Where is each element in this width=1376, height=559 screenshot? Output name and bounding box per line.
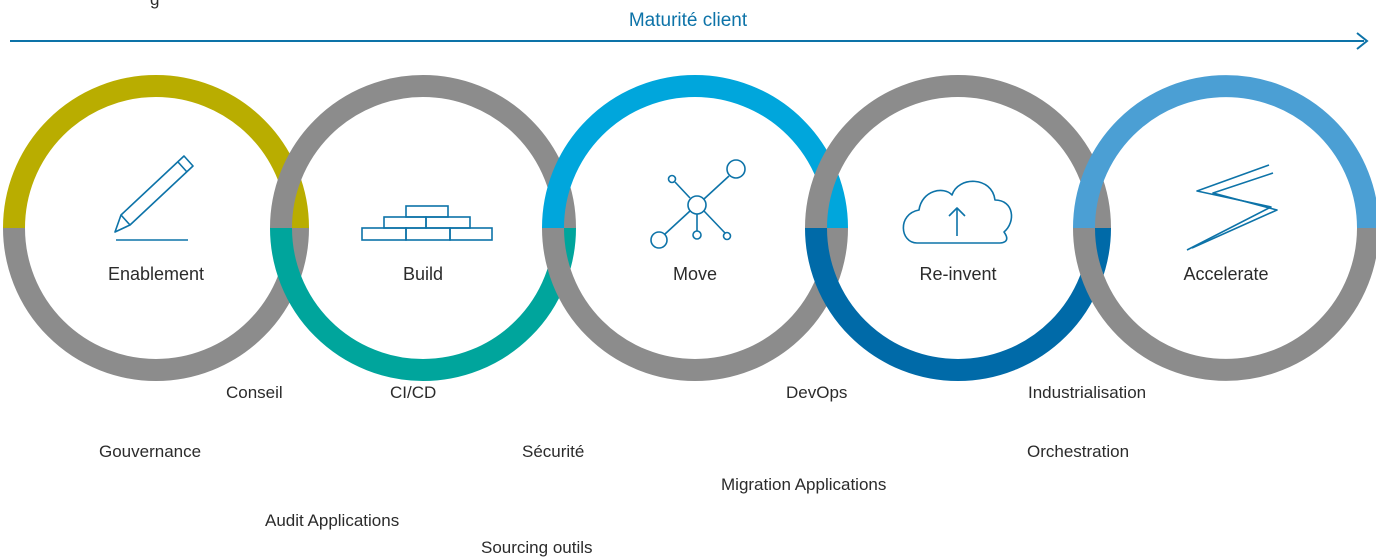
ring-build [270, 75, 576, 381]
service-orchestration: Orchestration [1027, 442, 1130, 461]
service-conseil: Conseil [226, 383, 283, 402]
ring-accelerate [1073, 75, 1376, 381]
axis-title: Maturité client [628, 10, 748, 31]
network-nodes-icon [650, 159, 746, 249]
pencil-icon [114, 155, 194, 241]
service-audit-applications: Audit Applications [265, 511, 400, 530]
stage-label-enablement: Enablement [107, 264, 205, 284]
cloud-upload-icon [902, 180, 1013, 244]
ring-reinvent [805, 75, 1111, 381]
service-securite: Sécurité [522, 442, 585, 461]
ring-move [542, 75, 848, 381]
service-cicd: CI/CD [390, 383, 437, 402]
service-industrialisation: Industrialisation [1028, 383, 1147, 402]
cropped-header-text: g [150, 0, 159, 10]
maturity-axis-arrowhead [1356, 32, 1369, 50]
service-migration-applications: Migration Applications [721, 475, 887, 494]
service-devops: DevOps [786, 383, 848, 402]
brick-wall-icon [361, 205, 493, 241]
lightning-icon [1186, 164, 1278, 251]
ring-enablement [3, 75, 309, 381]
service-sourcing-outils: Sourcing outils [481, 538, 593, 557]
stage-label-reinvent: Re-invent [919, 264, 997, 284]
service-gouvernance: Gouvernance [99, 442, 202, 461]
stage-label-build: Build [402, 264, 444, 284]
stage-label-move: Move [672, 264, 717, 284]
stage-label-accelerate: Accelerate [1183, 264, 1269, 284]
